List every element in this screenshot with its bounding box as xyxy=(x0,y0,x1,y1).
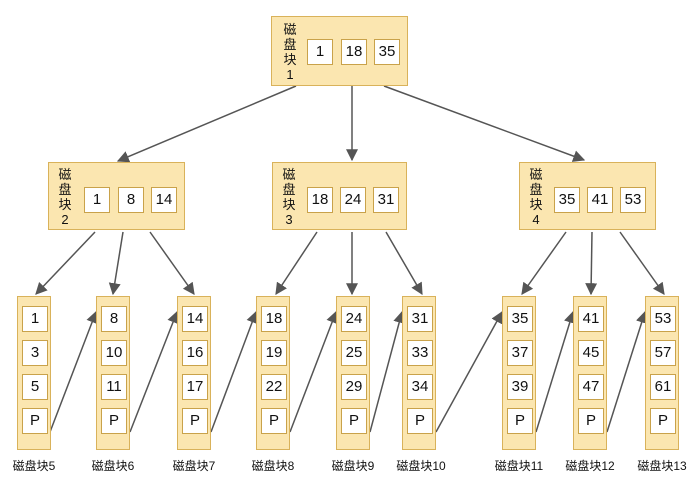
leaf-key: 61 xyxy=(650,374,676,400)
leaf-label: 磁盘块5 xyxy=(12,459,56,473)
block4-to-leaf11-arrow xyxy=(521,231,567,295)
leaf5-next-pointer-arrow xyxy=(49,310,98,433)
leaf-key: 37 xyxy=(507,340,533,366)
leaf-key: 19 xyxy=(261,340,287,366)
block4-to-leaf12-arrow xyxy=(585,231,598,296)
leaf-key: 18 xyxy=(261,306,287,332)
root-key: 1 xyxy=(307,39,333,65)
leaf6-next-pointer-arrow xyxy=(129,310,179,433)
internal-node-label: 磁 盘 块 3 xyxy=(282,167,296,227)
leaf-key: 10 xyxy=(101,340,127,366)
leaf9-next-pointer-arrow xyxy=(369,310,406,433)
leaf-pointer: P xyxy=(341,408,367,434)
leaf12-next-pointer-arrow xyxy=(606,310,648,433)
leaf-node: 31 33 34 P xyxy=(402,296,436,450)
leaf-key: 29 xyxy=(341,374,367,400)
internal-node-label: 磁 盘 块 2 xyxy=(58,167,72,227)
leaf-key: 53 xyxy=(650,306,676,332)
leaf-label: 磁盘块9 xyxy=(331,459,375,473)
internal-key: 1 xyxy=(84,187,110,213)
internal-node: 磁 盘 块 3 18 24 31 xyxy=(272,162,407,230)
block2-to-leaf6-arrow xyxy=(108,231,124,296)
leaf-label: 磁盘块6 xyxy=(91,459,135,473)
leaf-key: 41 xyxy=(578,306,604,332)
leaf-pointer: P xyxy=(182,408,208,434)
block2-to-leaf5-arrow xyxy=(35,231,96,295)
leaf-node: 35 37 39 P xyxy=(502,296,536,450)
leaf-key: 24 xyxy=(341,306,367,332)
internal-node: 磁 盘 块 2 1 8 14 xyxy=(48,162,185,230)
leaf-node: 41 45 47 P xyxy=(573,296,607,450)
leaf-node: 8 10 11 P xyxy=(96,296,130,450)
internal-key: 35 xyxy=(554,187,580,213)
internal-key: 53 xyxy=(620,187,646,213)
root-key: 18 xyxy=(341,39,367,65)
internal-key: 18 xyxy=(307,187,333,213)
leaf7-next-pointer-arrow xyxy=(210,310,258,433)
internal-key: 24 xyxy=(340,187,366,213)
internal-key: 31 xyxy=(373,187,399,213)
internal-key: 14 xyxy=(151,187,177,213)
leaf-label: 磁盘块8 xyxy=(251,459,295,473)
leaf-key: 47 xyxy=(578,374,604,400)
leaf-key: 39 xyxy=(507,374,533,400)
leaf10-next-pointer-arrow xyxy=(435,310,503,433)
leaf-key: 35 xyxy=(507,306,533,332)
leaf-pointer: P xyxy=(22,408,48,434)
leaf-key: 22 xyxy=(261,374,287,400)
leaf-key: 33 xyxy=(407,340,433,366)
leaf-pointer: P xyxy=(578,408,604,434)
root-to-block2-arrow xyxy=(116,85,297,163)
block2-to-leaf7-arrow xyxy=(149,231,195,295)
internal-node: 磁 盘 块 4 35 41 53 xyxy=(519,162,656,230)
leaf-key: 1 xyxy=(22,306,48,332)
leaf-pointer: P xyxy=(650,408,676,434)
leaf-key: 25 xyxy=(341,340,367,366)
block4-to-leaf13-arrow xyxy=(619,231,665,295)
leaf-pointer: P xyxy=(101,408,127,434)
leaf-key: 17 xyxy=(182,374,208,400)
root-to-block4-arrow xyxy=(383,85,586,162)
leaf-node: 18 19 22 P xyxy=(256,296,290,450)
leaf-key: 5 xyxy=(22,374,48,400)
root-node: 磁 盘 块 1 1 18 35 xyxy=(271,16,408,86)
root-key: 35 xyxy=(374,39,400,65)
leaf-pointer: P xyxy=(407,408,433,434)
leaf-key: 16 xyxy=(182,340,208,366)
root-node-label: 磁 盘 块 1 xyxy=(283,22,297,82)
internal-key: 41 xyxy=(587,187,613,213)
leaf-key: 57 xyxy=(650,340,676,366)
leaf-key: 14 xyxy=(182,306,208,332)
leaf-node: 14 16 17 P xyxy=(177,296,211,450)
block3-to-leaf8-arrow xyxy=(275,231,318,296)
internal-node-label: 磁 盘 块 4 xyxy=(529,167,543,227)
leaf-pointer: P xyxy=(507,408,533,434)
leaf-node: 1 3 5 P xyxy=(17,296,51,450)
leaf-label: 磁盘块10 xyxy=(396,459,446,473)
leaf-node: 24 25 29 P xyxy=(336,296,370,450)
leaf-label: 磁盘块12 xyxy=(565,459,615,473)
leaf-pointer: P xyxy=(261,408,287,434)
leaf11-next-pointer-arrow xyxy=(535,310,576,433)
leaf-key: 8 xyxy=(101,306,127,332)
block3-to-leaf10-arrow xyxy=(385,231,423,296)
leaf-key: 3 xyxy=(22,340,48,366)
leaf-label: 磁盘块11 xyxy=(494,459,544,473)
leaf-label: 磁盘块7 xyxy=(172,459,216,473)
leaf-key: 31 xyxy=(407,306,433,332)
leaf8-next-pointer-arrow xyxy=(289,310,338,433)
internal-key: 8 xyxy=(118,187,144,213)
leaf-node: 53 57 61 P xyxy=(645,296,679,450)
leaf-key: 45 xyxy=(578,340,604,366)
leaf-key: 11 xyxy=(101,374,127,400)
leaf-label: 磁盘块13 xyxy=(637,459,687,473)
leaf-key: 34 xyxy=(407,374,433,400)
